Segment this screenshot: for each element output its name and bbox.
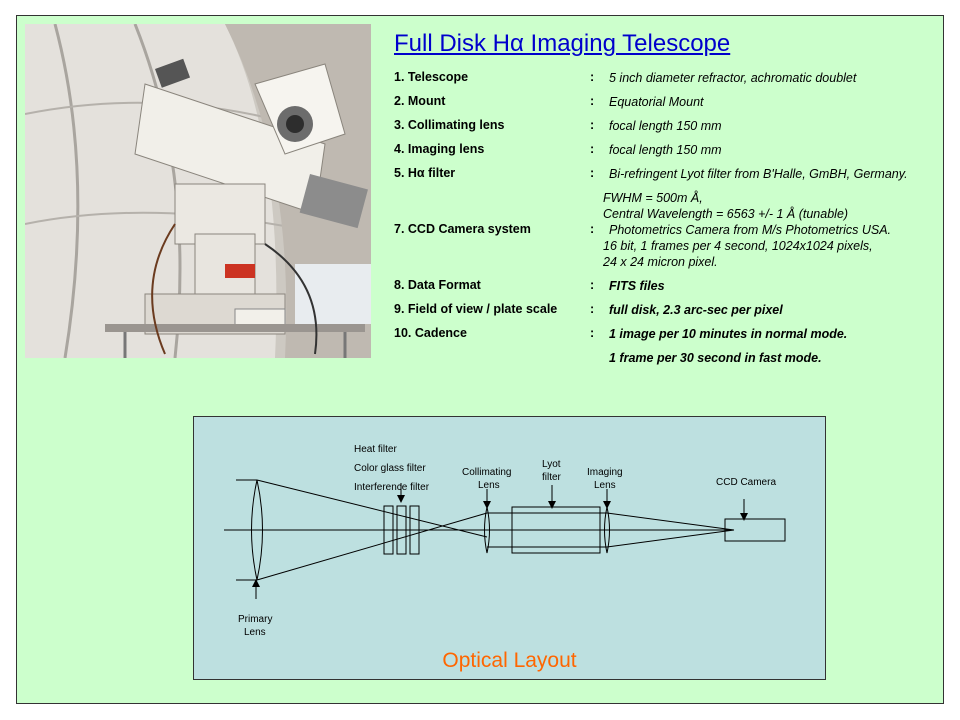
label-interference-filter: Interference filter: [354, 482, 430, 493]
ray-image-2: [606, 529, 735, 548]
spec-value: 1 image per 10 minutes in normal mode.: [609, 327, 848, 341]
ray-image-1: [606, 512, 735, 531]
diagram-title: Optical Layout: [442, 649, 577, 672]
label-primary-2: Lens: [244, 627, 266, 638]
label-imaging-1: Imaging: [587, 467, 623, 478]
spec-label: 2. Mount: [394, 94, 446, 108]
label-imaging-2: Lens: [594, 480, 616, 491]
spec-label: 8. Data Format: [394, 278, 481, 292]
spec-separator: :: [590, 94, 595, 108]
ray-converge-1: [256, 479, 488, 538]
spec-value: FITS files: [609, 279, 665, 293]
spec-label: 4. Imaging lens: [394, 142, 485, 156]
ccd-camera-box: [724, 518, 786, 542]
spec-label: 3. Collimating lens: [394, 118, 505, 132]
label-collimating-1: Collimating: [462, 467, 511, 478]
page-title: Full Disk Hα Imaging Telescope: [394, 30, 731, 57]
spec-separator: :: [590, 142, 595, 156]
spec-separator: :: [590, 326, 595, 340]
spec-value: FWHM = 500m Å,: [603, 191, 703, 205]
imaging-lens: [604, 506, 610, 554]
spec-label: 10. Cadence: [394, 326, 467, 340]
spec-value: focal length 150 mm: [609, 119, 722, 133]
collimating-lens: [484, 506, 490, 554]
spec-value: Photometrics Camera from M/s Photometric…: [609, 223, 892, 237]
spec-value: 16 bit, 1 frames per 4 second, 1024x1024…: [603, 239, 873, 253]
label-lyot-1: Lyot: [542, 459, 561, 470]
spec-value: full disk, 2.3 arc-sec per pixel: [609, 303, 783, 317]
heat-filter-plate: [383, 505, 394, 555]
spec-value: 24 x 24 micron pixel.: [603, 255, 718, 269]
color-glass-filter-plate: [396, 505, 407, 555]
label-collimating-2: Lens: [478, 480, 500, 491]
label-color-glass-filter: Color glass filter: [354, 463, 426, 474]
label-ccd-camera: CCD Camera: [716, 477, 776, 488]
interference-filter-plate: [409, 505, 420, 555]
spec-label: 9. Field of view / plate scale: [394, 302, 558, 316]
spec-value: Bi-refringent Lyot filter from B'Halle, …: [609, 167, 908, 181]
spec-separator: :: [590, 302, 595, 316]
spec-separator: :: [590, 278, 595, 292]
slide: Full Disk Hα Imaging Telescope 1. Telesc…: [16, 15, 944, 704]
spec-value: focal length 150 mm: [609, 143, 722, 157]
lyot-filter-box: [511, 506, 601, 554]
spec-label: 7. CCD Camera system: [394, 222, 531, 236]
spec-separator: :: [590, 118, 595, 132]
spec-value: 1 frame per 30 second in fast mode.: [609, 351, 822, 365]
optical-layout-diagram: Heat filter Color glass filter Interfere…: [193, 416, 826, 680]
spec-value: 5 inch diameter refractor, achromatic do…: [609, 71, 857, 85]
label-primary-1: Primary: [238, 614, 272, 625]
spec-label: 5. Hα filter: [394, 166, 456, 180]
label-lyot-2: filter: [542, 472, 562, 483]
spec-separator: :: [590, 70, 595, 84]
spec-label: 1. Telescope: [394, 70, 469, 84]
label-heat-filter: Heat filter: [354, 444, 397, 455]
telescope-photo: [25, 24, 371, 358]
spec-separator: :: [590, 166, 595, 180]
spec-separator: :: [590, 222, 595, 236]
ray-converge-2: [256, 512, 488, 581]
spec-value: Equatorial Mount: [609, 95, 704, 109]
spec-value: Central Wavelength = 6563 +/- 1 Å (tunab…: [603, 207, 849, 221]
